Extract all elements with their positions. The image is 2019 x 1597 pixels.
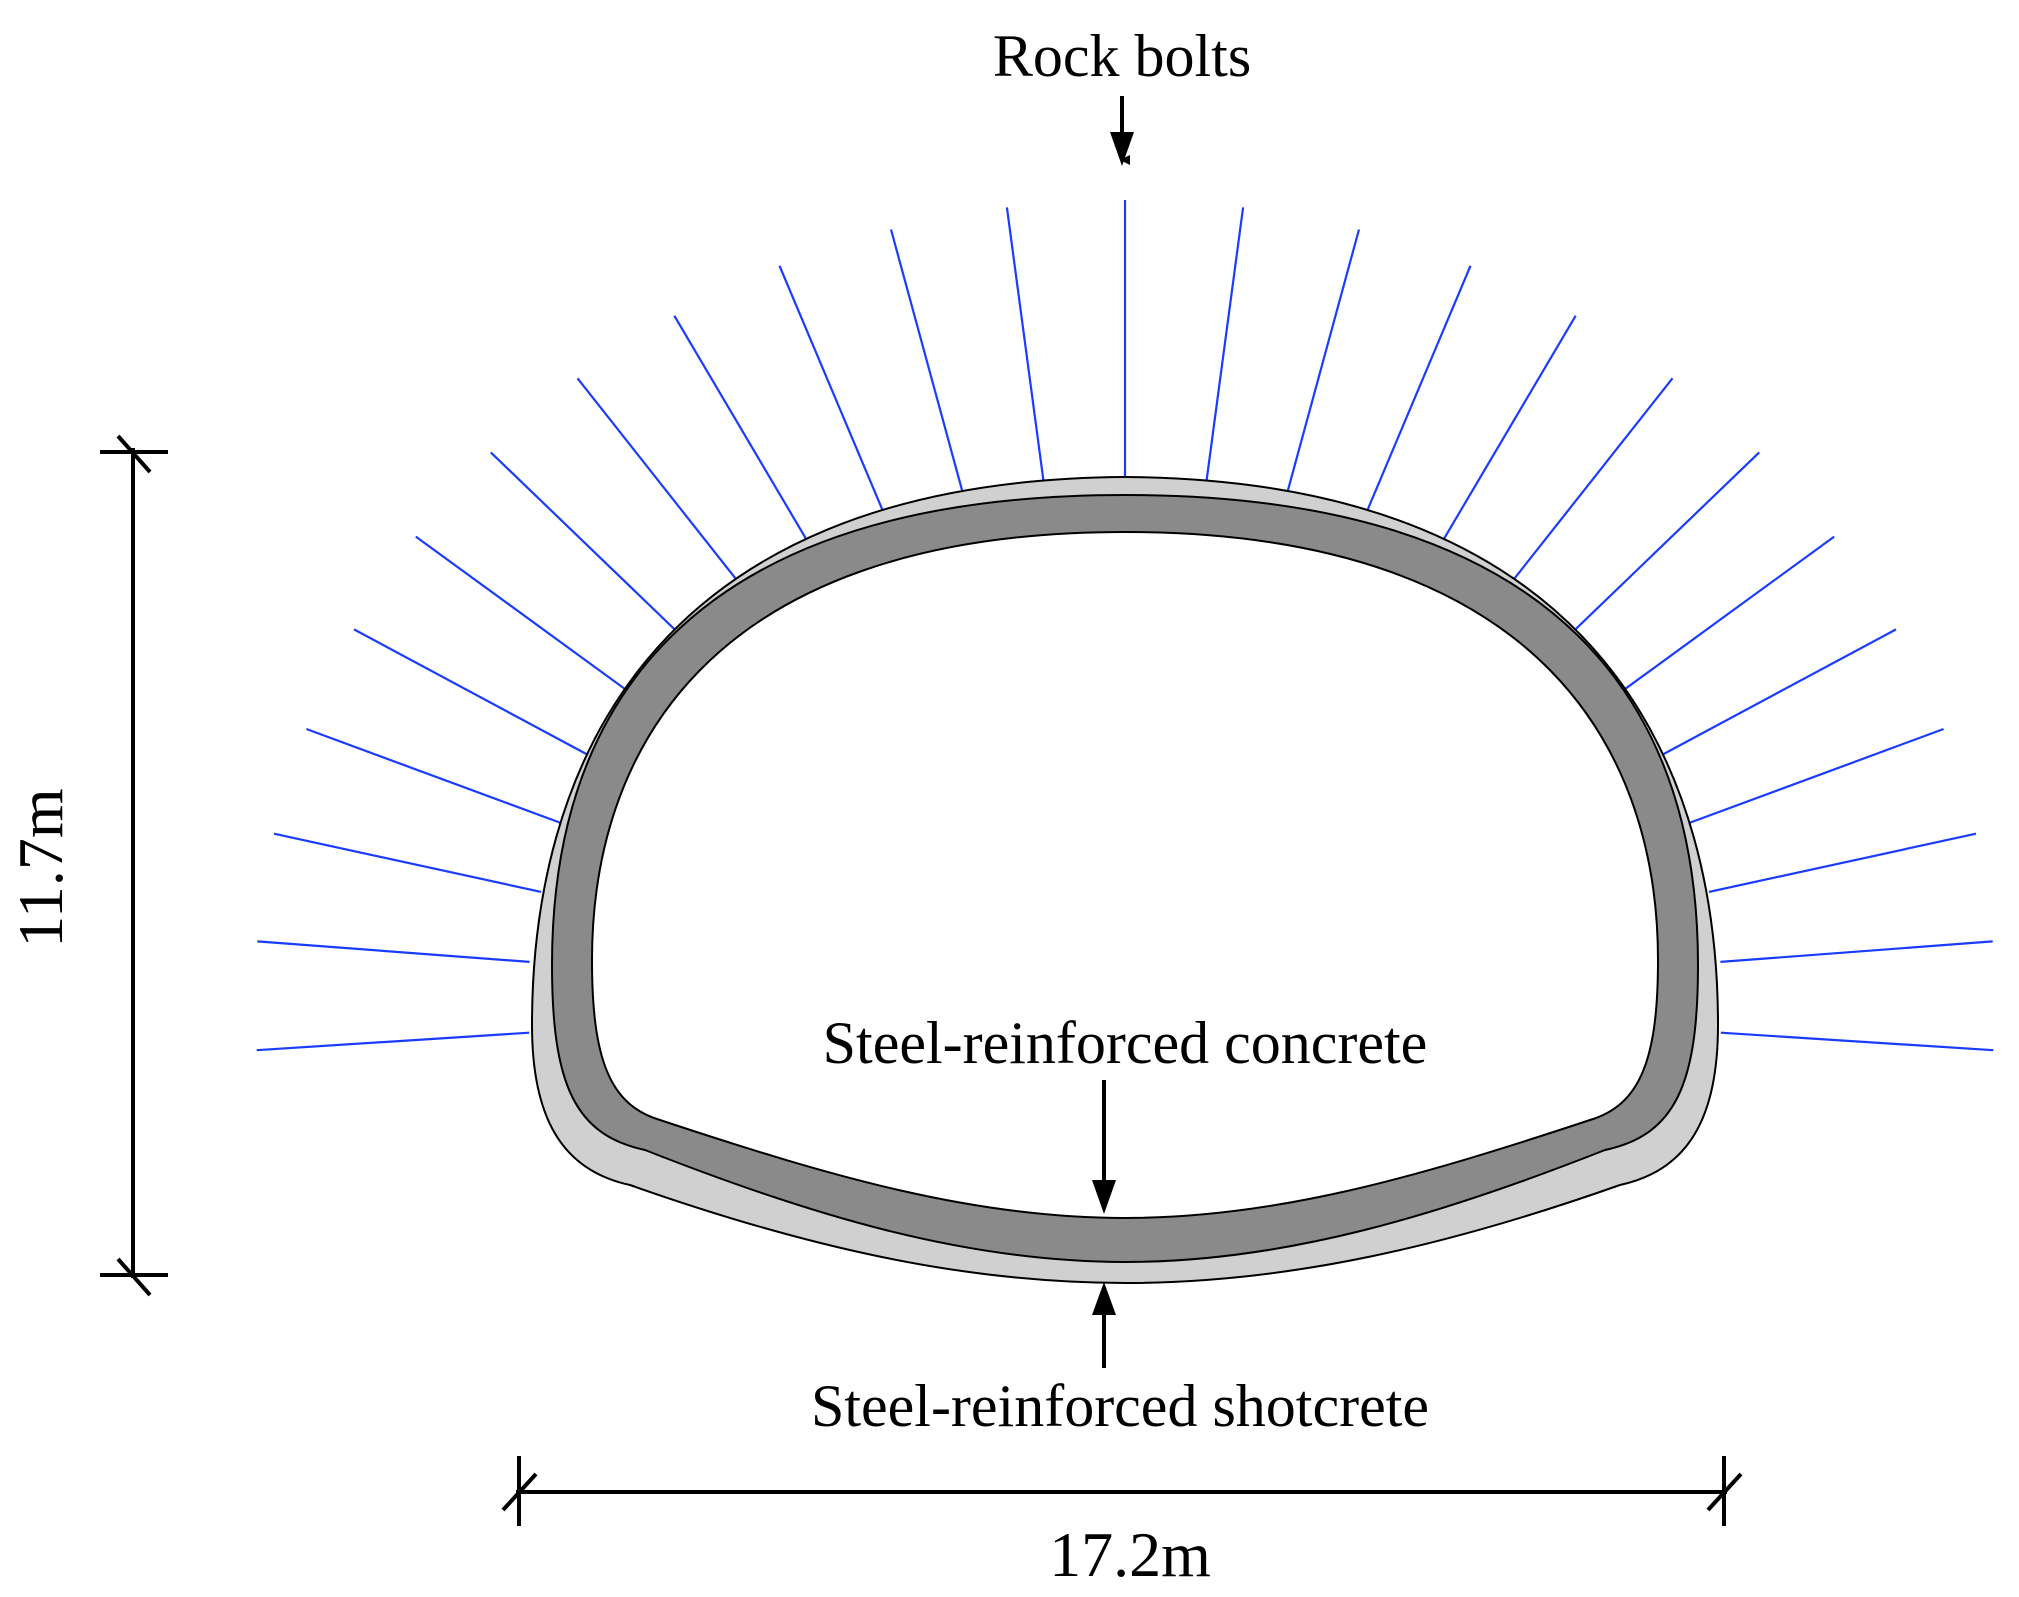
rock-bolt — [576, 377, 751, 597]
height-label: 11.7m — [5, 788, 76, 947]
rock-bolts-group — [256, 200, 1994, 1052]
rock-bolt — [1686, 727, 1944, 825]
height-dimension-bottom-slash — [116, 1257, 152, 1297]
rock-bolts-arrowhead — [1110, 132, 1134, 166]
width-label: 17.2m — [1049, 1519, 1211, 1590]
rock-bolt — [1005, 207, 1046, 485]
rock-bolt — [1433, 315, 1577, 556]
rock-bolt — [1708, 832, 1977, 893]
rock-bolt — [1610, 535, 1835, 700]
shotcrete-arrowhead — [1092, 1282, 1116, 1315]
tunnel-opening — [590, 530, 1660, 1220]
rock-bolt — [353, 628, 597, 761]
rock-bolt — [778, 265, 889, 524]
rock-bolts-label: Rock bolts — [993, 23, 1251, 89]
width-dimension-left-slash — [501, 1472, 538, 1512]
width-dimension-right-slash — [1706, 1472, 1743, 1512]
shotcrete-label: Steel-reinforced shotcrete — [811, 1373, 1429, 1439]
rock-bolt — [256, 1031, 530, 1052]
rock-bolt — [889, 229, 966, 500]
rock-bolt — [1284, 229, 1361, 500]
rock-bolt — [1499, 377, 1674, 597]
rock-bolt — [273, 832, 542, 893]
rock-bolt — [1361, 265, 1472, 524]
rock-bolt — [1720, 940, 1993, 963]
rock-bolt — [306, 727, 564, 825]
rock-bolt — [1720, 1031, 1994, 1052]
rock-bolt — [490, 451, 691, 645]
rock-bolt — [673, 315, 817, 556]
concrete-label: Steel-reinforced concrete — [823, 1010, 1428, 1076]
concrete-arrowhead — [1092, 1180, 1116, 1214]
rock-bolt — [1653, 628, 1897, 761]
rock-bolt — [257, 940, 530, 963]
rock-bolt — [1204, 207, 1245, 485]
height-dimension-top-slash — [116, 434, 152, 474]
rock-bolt — [1559, 451, 1760, 645]
rock-bolt — [415, 535, 640, 700]
